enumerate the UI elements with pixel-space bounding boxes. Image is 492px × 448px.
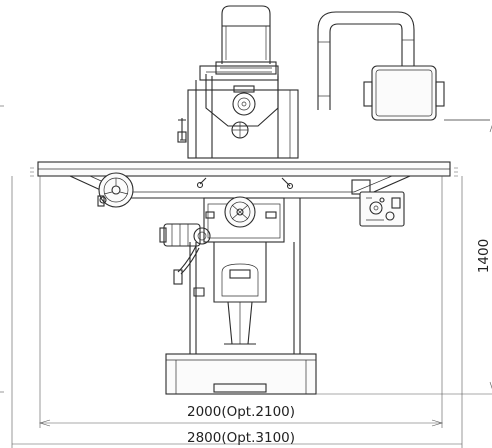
column-upper [187,65,299,159]
dimension-lines [0,105,492,448]
table-travel-dimension-label: 2000(Opt.2100) [187,404,295,420]
milling-head [177,5,279,143]
height-dimension-label: 1400 [476,239,492,273]
electrical-control-box [363,65,490,121]
knee [203,196,285,243]
left-handwheel [97,172,134,208]
right-feed-gearbox [351,179,405,227]
crank-handle [173,245,205,297]
feed-motor [159,223,211,247]
overall-width-dimension-label: 2800(Opt.3100) [187,430,295,446]
column-base [165,198,317,395]
overhead-arm [317,11,415,110]
